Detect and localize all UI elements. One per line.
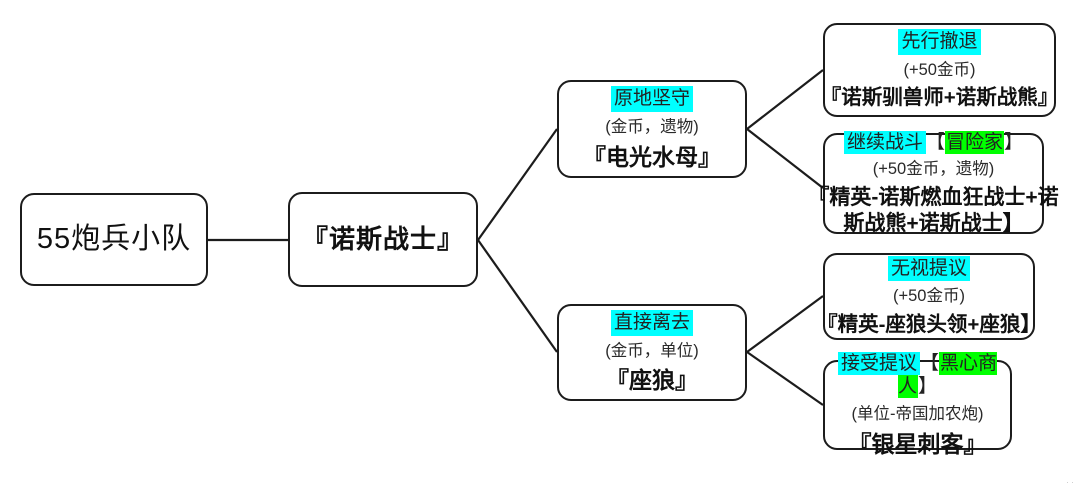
node-norse-warrior: 『诺斯战士』 xyxy=(288,192,478,287)
watermark-fragment: ·· xyxy=(1066,477,1076,487)
node-retreat-first: 先行撤退 (+50金币) 『诺斯驯兽师+诺斯战熊』 xyxy=(820,23,1059,117)
leave-directly-result: 『座狼』 xyxy=(606,367,698,394)
node-ignore-offer: 无视提议 (+50金币) 『精英-座狼头领+座狼】 xyxy=(817,253,1041,340)
continue-fight-label-row: 继续战斗【冒险家】 xyxy=(843,130,1024,155)
ignore-offer-label: 无视提议 xyxy=(887,255,970,282)
norse-warrior-title: 『诺斯战士』 xyxy=(301,224,464,255)
bracket-open: 【 xyxy=(925,131,945,153)
continue-fight-tag: 冒险家 xyxy=(945,130,1005,154)
retreat-first-label: 先行撤退 xyxy=(898,29,981,55)
bracket-open: 【 xyxy=(919,352,939,374)
continue-fight-result: 『精英-诺斯燃血狂战士+诺斯战熊+诺斯战士】 xyxy=(808,186,1059,235)
accept-offer-result: 『银星刺客』 xyxy=(848,430,987,457)
retreat-first-result: 『诺斯驯兽师+诺斯战熊』 xyxy=(820,86,1059,110)
continue-fight-reward: (+50金币，遗物) xyxy=(872,160,995,179)
leave-directly-reward: (金币，单位) xyxy=(605,341,699,360)
leave-directly-label: 直接离去 xyxy=(610,309,693,336)
ignore-offer-reward: (+50金币) xyxy=(893,287,965,306)
node-leave-directly: 直接离去 (金币，单位) 『座狼』 xyxy=(557,304,747,401)
retreat-first-reward: (+50金币) xyxy=(903,60,976,79)
hold-position-label: 原地坚守 xyxy=(610,86,693,113)
hold-position-reward: (金币，遗物) xyxy=(605,118,699,137)
node-accept-offer: 接受提议【黑心商人】 (单位-帝国加农炮) 『银星刺客』 xyxy=(823,351,1012,457)
root-event-title: 55炮兵小队 xyxy=(36,223,192,256)
bracket-close: 】 xyxy=(1004,131,1024,153)
continue-fight-label: 继续战斗 xyxy=(843,130,926,154)
hold-position-result: 『电光水母』 xyxy=(583,143,721,170)
accept-offer-label: 接受提议 xyxy=(837,351,920,375)
accept-offer-reward: (单位-帝国加农炮) xyxy=(851,405,984,424)
node-hold-position: 原地坚守 (金币，遗物) 『电光水母』 xyxy=(557,80,747,178)
node-continue-fight: 继续战斗【冒险家】 (+50金币，遗物) 『精英-诺斯燃血狂战士+诺斯战熊+诺斯… xyxy=(808,130,1059,235)
accept-offer-label-row: 接受提议【黑心商人】 xyxy=(825,351,1010,400)
bracket-close: 】 xyxy=(918,376,938,398)
ignore-offer-result: 『精英-座狼头领+座狼】 xyxy=(817,312,1041,336)
node-root-event: 55炮兵小队 xyxy=(20,193,208,286)
